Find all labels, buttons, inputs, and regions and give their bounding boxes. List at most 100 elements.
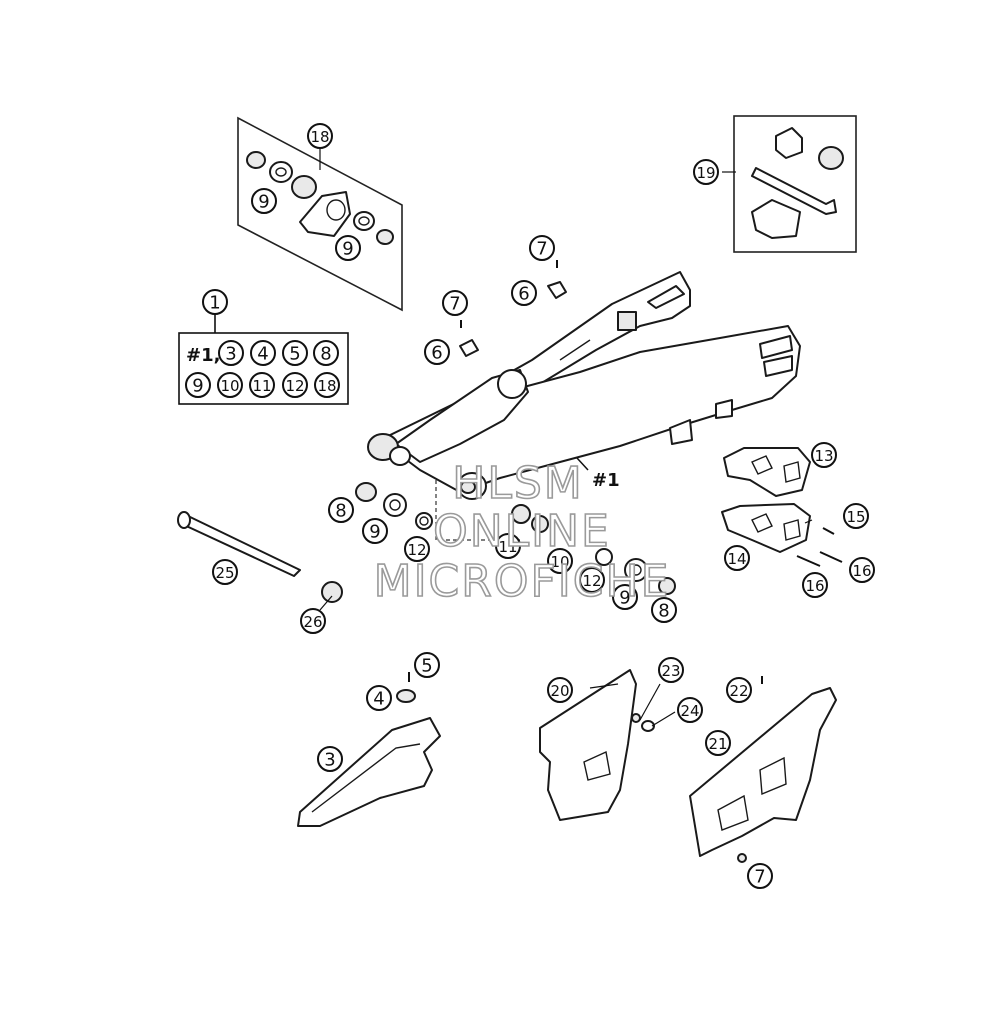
callout-circle (404, 536, 430, 562)
watermark-line2: ONLINE (433, 506, 611, 557)
kit-part-circle (314, 372, 340, 398)
callout-number: 25 (215, 564, 234, 582)
callout-16a: 16 (802, 572, 828, 598)
kit-part-number: 12 (285, 377, 304, 395)
callout-circle (366, 685, 392, 711)
callout-circle (328, 497, 354, 523)
callout-9d: 9 (612, 584, 638, 610)
swing-arm: #1 (367, 271, 801, 500)
callout-8b: 8 (651, 597, 677, 623)
callout-circle (724, 545, 750, 571)
kit-part-number: 9 (192, 376, 203, 397)
callout-25: 25 (212, 559, 238, 585)
callout-number: 3 (324, 750, 335, 771)
callout-circle (251, 188, 277, 214)
callout-circle (300, 608, 326, 634)
callout-18: 18 (307, 123, 333, 149)
callout-1: 1 (202, 289, 228, 315)
callout-number: 11 (498, 538, 517, 556)
callout-circle (212, 559, 238, 585)
callout-number: 9 (342, 239, 353, 260)
callout-8a: 8 (328, 497, 354, 523)
kit-part-number: 10 (220, 377, 239, 395)
kit-part-circle (282, 340, 308, 366)
callout-number: 14 (727, 550, 746, 568)
callout-6b: 6 (424, 339, 450, 365)
callout-circle (579, 567, 605, 593)
callout-circle (335, 235, 361, 261)
callout-circle (677, 697, 703, 723)
callout-circle (547, 677, 573, 703)
callout-number: 16 (852, 562, 871, 580)
bearing-kit-panel (237, 116, 403, 312)
callout-circle (612, 584, 638, 610)
callout-7a: 7 (529, 235, 555, 261)
callout-21: 21 (705, 730, 731, 756)
callout-number: 8 (658, 601, 669, 622)
callout-number: 26 (303, 613, 322, 631)
callout-circle (317, 746, 343, 772)
callout-number: 1 (209, 293, 220, 314)
callout-circle (811, 442, 837, 468)
callout-number: 22 (729, 682, 748, 700)
kit-part-number: 4 (257, 344, 268, 365)
kit-part-number: 11 (252, 377, 271, 395)
callout-15: 15 (843, 503, 869, 529)
kit-part-number: 3 (225, 344, 236, 365)
callout-5: 5 (414, 652, 440, 678)
callout-20: 20 (547, 677, 573, 703)
kit-part-circle (249, 372, 275, 398)
callout-circle (747, 863, 773, 889)
callout-number: 7 (754, 867, 765, 888)
kit-part-11: 11 (249, 372, 275, 398)
callout-number: 24 (680, 702, 699, 720)
callout-9a: 9 (251, 188, 277, 214)
chain-guard-lower (539, 669, 655, 821)
mounting-kit-panel (733, 115, 857, 253)
callout-circle (511, 280, 537, 306)
callout-circle (693, 159, 719, 185)
callout-circle (414, 652, 440, 678)
callout-22: 22 (726, 677, 752, 703)
watermark-line3: MICROFICHE (374, 556, 671, 607)
callout-13: 13 (811, 442, 837, 468)
chain-guard-upper (689, 676, 837, 863)
kit-header: #1, (186, 345, 220, 366)
callout-3: 3 (317, 746, 343, 772)
callout-number: 10 (550, 553, 569, 571)
callout-6a: 6 (511, 280, 537, 306)
kit-part-9: 9 (185, 372, 211, 398)
callout-number: 13 (814, 447, 833, 465)
watermark-line1: HLSM (452, 458, 584, 509)
callout-circle (726, 677, 752, 703)
callout-circle (529, 235, 555, 261)
callout-circle (547, 548, 573, 574)
callout-circle (843, 503, 869, 529)
callout-circle (651, 597, 677, 623)
kit-part-10: 10 (217, 372, 243, 398)
callout-number: 15 (846, 508, 865, 526)
callout-circle (362, 518, 388, 544)
chain-slider (297, 672, 441, 827)
callout-circle (307, 123, 333, 149)
callout-number: 12 (582, 572, 601, 590)
callout-number: 9 (369, 522, 380, 543)
kit-part-number: 8 (320, 344, 331, 365)
pivot-bushings (355, 480, 676, 595)
callout-12a: 12 (404, 536, 430, 562)
callout-number: 4 (373, 689, 384, 710)
callout-number: 20 (550, 682, 569, 700)
callout-number: 7 (536, 239, 547, 260)
callout-12b: 12 (579, 567, 605, 593)
callout-circle (202, 289, 228, 315)
callout-circle (442, 290, 468, 316)
kit-part-3: 3 (218, 340, 244, 366)
callout-9b: 9 (335, 235, 361, 261)
kit-part-4: 4 (250, 340, 276, 366)
callout-24: 24 (677, 697, 703, 723)
callout-14: 14 (724, 545, 750, 571)
callout-19: 19 (693, 159, 719, 185)
callout-4: 4 (366, 685, 392, 711)
callout-number: 5 (421, 656, 432, 677)
